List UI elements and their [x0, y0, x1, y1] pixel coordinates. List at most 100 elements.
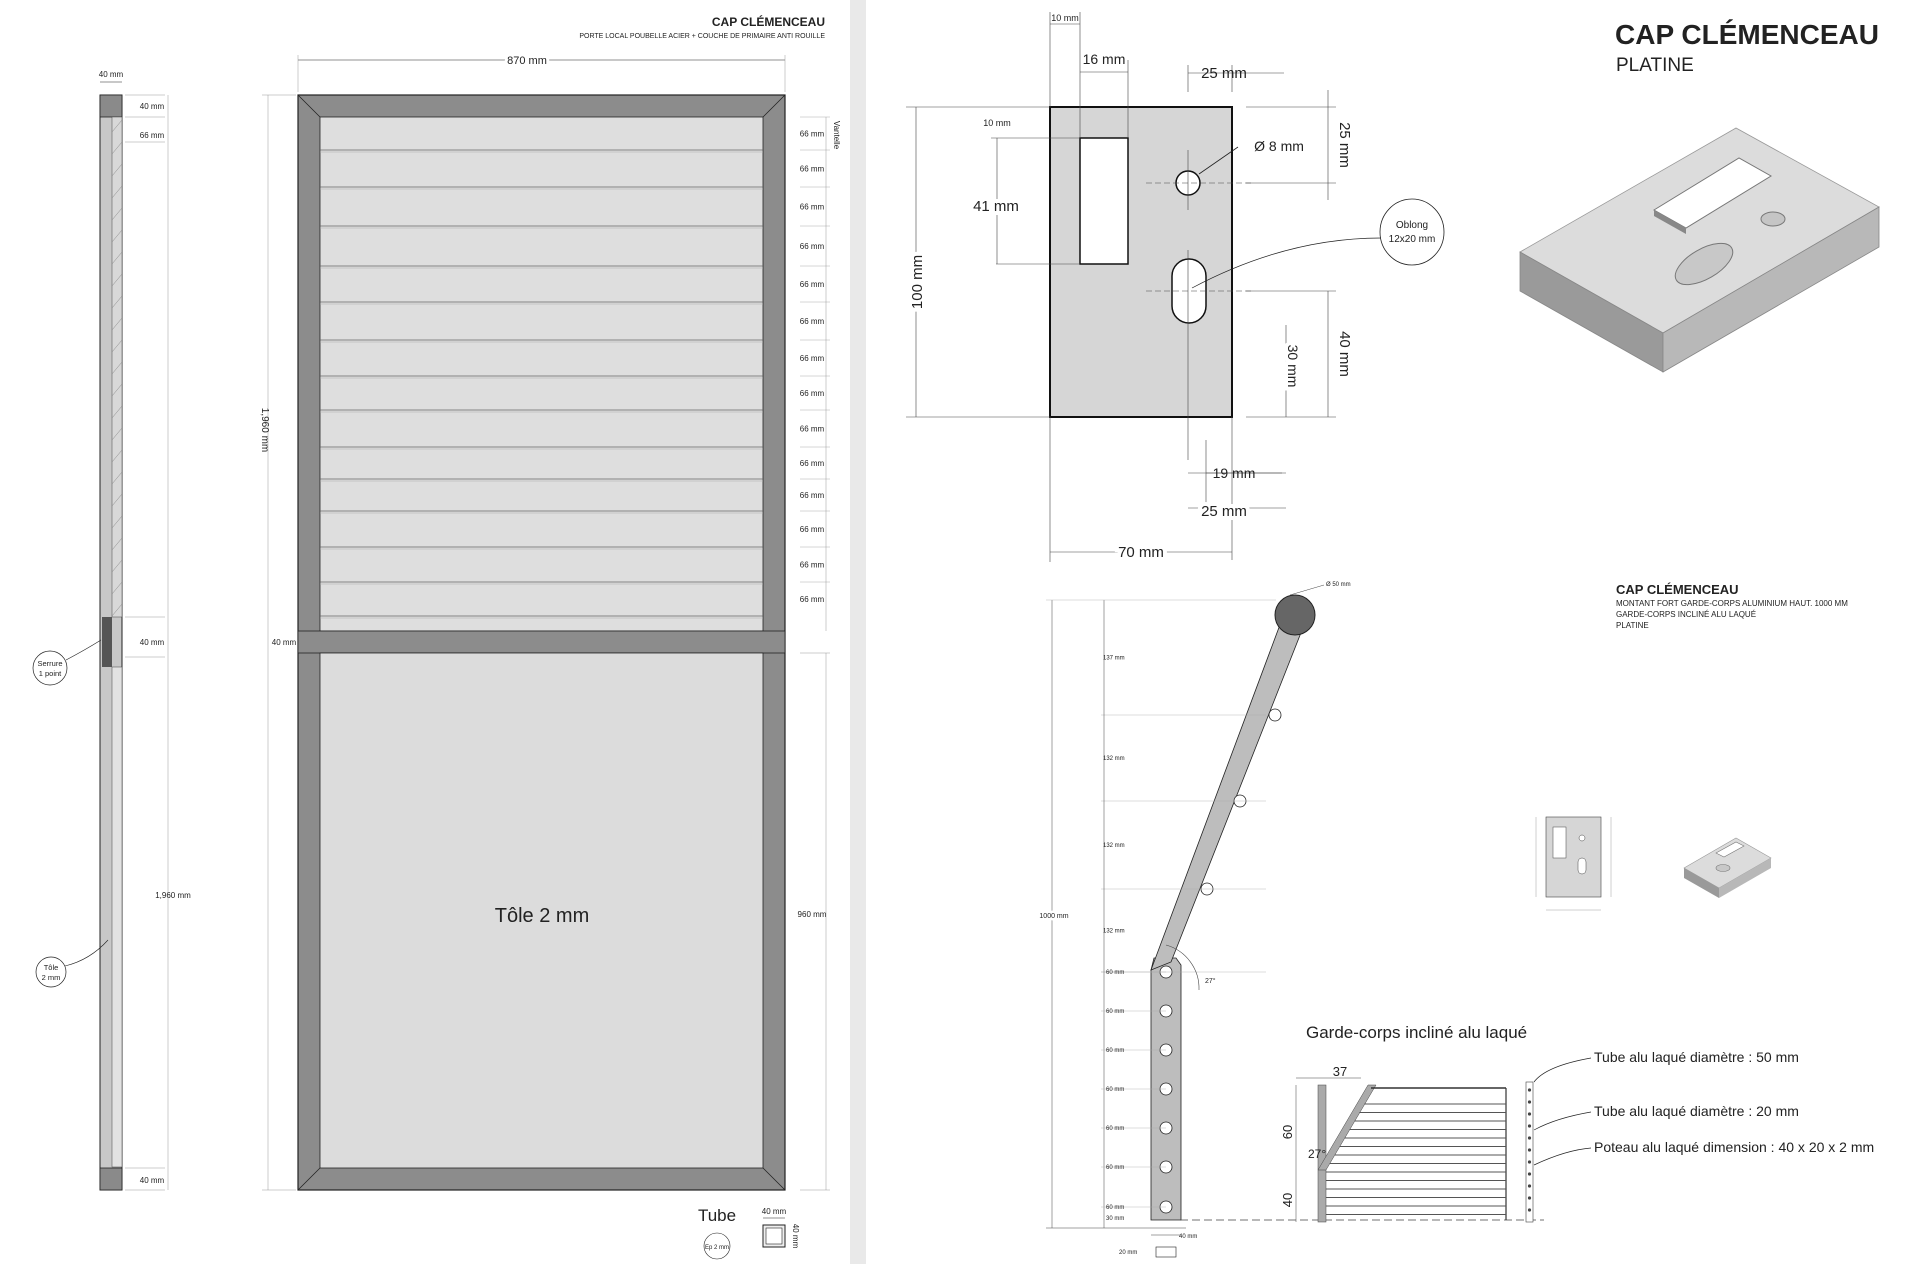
door-side-view: 40 mm 40 mm 66 mm 40 mm 1,960 mm 40 mm S…	[32, 70, 191, 1191]
door-height: 1,960 mm	[259, 408, 270, 452]
post-base-dim: 30 mm	[1106, 1216, 1124, 1222]
railing-line-2: GARDE-CORPS INCLINÉ ALU LAQUÉ	[1616, 610, 1756, 619]
tube-dim-h: 40 mm	[791, 1224, 800, 1249]
side-dim-40-bottom: 40 mm	[140, 1176, 165, 1185]
lock-block	[102, 617, 112, 667]
slat-dim: 66 mm	[800, 165, 825, 174]
mini-legend-3: Poteau alu laqué dimension : 40 x 20 x 2…	[1594, 1139, 1874, 1155]
post-lower-dim: 60 mm	[1106, 1048, 1124, 1054]
post-lower-dim: 60 mm	[1106, 1087, 1124, 1093]
railing-line-1: MONTANT FORT GARDE-CORPS ALUMINIUM HAUT.…	[1616, 599, 1848, 608]
slat-dim: 66 mm	[800, 491, 825, 500]
railing-title: CAP CLÉMENCEAU	[1616, 582, 1739, 597]
sheet-callout	[35, 956, 67, 988]
slat-dim: 66 mm	[800, 130, 825, 139]
plate-subtitle: PLATINE	[1616, 55, 1694, 76]
slat-dim: 66 mm	[800, 561, 825, 570]
plate-dim-70: 70 mm	[1118, 544, 1164, 561]
plate-dim-30: 30 mm	[1285, 345, 1301, 388]
mini-legend-1: Tube alu laqué diamètre : 50 mm	[1594, 1049, 1799, 1065]
plate-dim-10-top: 10 mm	[1051, 13, 1079, 23]
slat-dim: 66 mm	[800, 280, 825, 289]
sheet-callout-line1: Tôle	[44, 963, 59, 972]
post-upper-dim: 132 mm	[1103, 756, 1125, 762]
oblong-callout-line1: Oblong	[1396, 220, 1428, 231]
lock-callout-line1: Serrure	[37, 659, 62, 668]
lock-callout-line2: 1 point	[39, 669, 62, 678]
door-drawing-sheet: CAP CLÉMENCEAU PORTE LOCAL POUBELLE ACIE…	[0, 0, 850, 1264]
rail-dim: 40 mm	[272, 638, 297, 647]
louvre-panel	[319, 116, 764, 632]
door-title: CAP CLÉMENCEAU	[712, 14, 825, 29]
oblong-callout	[1379, 198, 1445, 266]
mini-dim-60: 60	[1280, 1125, 1295, 1139]
post-upper-dim: 132 mm	[1103, 929, 1125, 935]
post-hole	[1268, 708, 1282, 722]
side-top-width: 40 mm	[99, 70, 124, 79]
lower-height: 960 mm	[798, 910, 827, 919]
plate-dim-40: 40 mm	[1336, 331, 1353, 377]
plate-railing-drawing: CAP CLÉMENCEAU PLATINE 10 mm 16 mm 25 mm…	[905, 12, 1880, 1258]
plate-dim-100: 100 mm	[909, 255, 926, 309]
mini-legend-2: Tube alu laqué diamètre : 20 mm	[1594, 1103, 1799, 1119]
middle-rail	[297, 630, 786, 654]
side-height: 1,960 mm	[155, 891, 191, 900]
plate-drawing: 10 mm 16 mm 25 mm 10 mm 25 mm 41 mm Ø 8 …	[905, 12, 1445, 565]
side-dim-40-mid: 40 mm	[140, 638, 165, 647]
plate-slot	[1079, 137, 1129, 265]
slat-dim: 66 mm	[800, 459, 825, 468]
plate-hole-dim: Ø 8 mm	[1254, 138, 1304, 154]
slat-dim: 66 mm	[800, 525, 825, 534]
slat-dim: 66 mm	[800, 354, 825, 363]
post-upper-dim: 132 mm	[1103, 843, 1125, 849]
sheet-callout-line2: 2 mm	[42, 973, 61, 982]
mini-angle: 27°	[1308, 1147, 1326, 1161]
handrail-tube	[1274, 594, 1316, 636]
plate-dim-25-right: 25 mm	[1336, 122, 1353, 168]
post-foot-width: 40 mm	[1179, 1234, 1197, 1240]
tube-thickness: Ep 2 mm	[705, 1245, 729, 1251]
plate-dim-16: 16 mm	[1083, 51, 1126, 67]
plate-dim-41: 41 mm	[973, 198, 1019, 215]
slat-dimensions: 66 mm 66 mm 66 mm 66 mm 66 mm 66 mm 66 mm 66 mm…	[800, 116, 830, 631]
oblong-callout-line2: 12x20 mm	[1389, 234, 1436, 245]
slat-dim: 66 mm	[800, 389, 825, 398]
panel-label: Tôle 2 mm	[495, 905, 589, 927]
door-width: 870 mm	[507, 55, 547, 67]
slat-dim: 66 mm	[800, 203, 825, 212]
tube-detail: Tube 40 mm 40 mm Ep 2 mm	[698, 1206, 800, 1260]
post-lower-dim: 60 mm	[1106, 1126, 1124, 1132]
mini-railing: Garde-corps incliné alu laqué 37 60 40 2…	[1180, 1023, 1874, 1223]
tube-label: Tube	[698, 1206, 736, 1225]
plate-3d-view	[1519, 127, 1880, 373]
post-lower-dim: 60 mm	[1106, 970, 1124, 976]
post-upper-dim: 137 mm	[1103, 656, 1125, 662]
side-dim-40-top: 40 mm	[140, 102, 165, 111]
slat-dim: 66 mm	[800, 425, 825, 434]
mini-dim-37: 37	[1333, 1064, 1347, 1079]
plate-dim-19: 19 mm	[1213, 465, 1256, 481]
post-lower-dim: 60 mm	[1106, 1205, 1124, 1211]
mini-heading: Garde-corps incliné alu laqué	[1306, 1023, 1527, 1042]
plate-railing-sheet: CAP CLÉMENCEAU PLATINE 10 mm 16 mm 25 mm…	[866, 0, 1920, 1264]
post-lower-dim: 60 mm	[1106, 1165, 1124, 1171]
slat-dim: 66 mm	[800, 595, 825, 604]
post-lower-dim: 60 mm	[1106, 1009, 1124, 1015]
tube-dim-w: 40 mm	[762, 1207, 787, 1216]
post-top-dia: Ø 50 mm	[1326, 582, 1351, 588]
side-dim-66: 66 mm	[140, 131, 165, 140]
lock-callout	[32, 650, 68, 686]
louvre-slats	[320, 149, 763, 619]
post-total: 1000 mm	[1039, 913, 1068, 920]
door-drawing: CAP CLÉMENCEAU PORTE LOCAL POUBELLE ACIE…	[32, 14, 841, 1260]
vantelle-label: Vantelle	[832, 121, 841, 150]
mini-dim-40: 40	[1280, 1193, 1295, 1207]
plate-dim-10-left: 10 mm	[983, 118, 1011, 128]
plate-dim-25-bottom: 25 mm	[1201, 503, 1247, 520]
sheet-panel	[319, 652, 764, 1169]
plate-title: CAP CLÉMENCEAU	[1615, 19, 1879, 50]
slat-dim: 66 mm	[800, 317, 825, 326]
post-angle: 27°	[1205, 977, 1216, 985]
railing-post-drawing: Ø 50 mm 137 mm 132 mm 132 mm 132 mm 60 mm 60 …	[1037, 582, 1351, 1258]
